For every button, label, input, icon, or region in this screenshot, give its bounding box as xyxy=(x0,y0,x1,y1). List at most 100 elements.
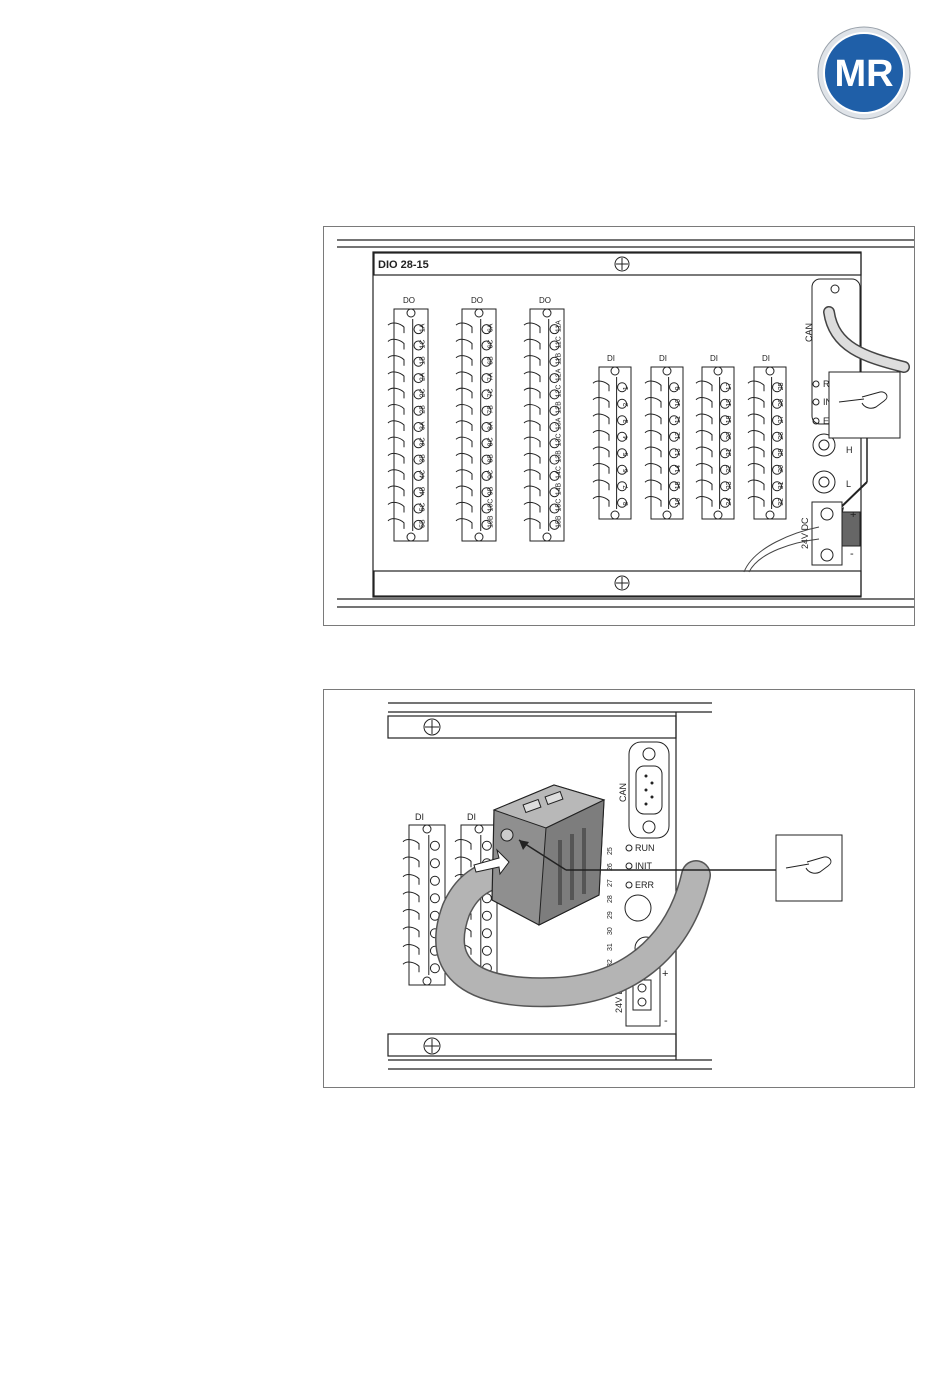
terminal-screw xyxy=(772,448,783,459)
terminal-label: 29 xyxy=(607,911,614,919)
terminal-screw xyxy=(549,356,560,367)
terminal-label: 2B xyxy=(420,405,427,414)
terminal-label: 13 xyxy=(675,448,682,456)
terminal-label: 9 xyxy=(675,386,682,390)
terminal-label: 19 xyxy=(726,415,733,423)
terminal-label: 15B xyxy=(556,515,563,528)
terminal-label: 29 xyxy=(778,448,785,456)
terminal-screw xyxy=(549,422,560,432)
terminal-screw xyxy=(617,448,628,459)
wire xyxy=(454,839,472,850)
wire xyxy=(523,322,541,334)
block-screw xyxy=(662,366,672,376)
block-screw xyxy=(474,824,484,834)
terminal-label: 3B xyxy=(420,454,427,463)
wire xyxy=(695,413,713,425)
terminal-screw xyxy=(413,405,424,416)
terminal-screw xyxy=(549,454,560,465)
terminal-screw xyxy=(481,356,492,367)
terminal-label: 31 xyxy=(607,943,614,951)
terminal-screw xyxy=(481,945,492,956)
wire xyxy=(592,397,610,408)
wire xyxy=(523,387,541,399)
plus-label: + xyxy=(850,509,856,521)
can-label: CAN xyxy=(804,323,814,342)
terminal-label: 12A xyxy=(556,368,563,381)
block-screw xyxy=(610,510,620,520)
terminal-screw xyxy=(429,893,440,904)
terminal-label: 25 xyxy=(607,847,614,855)
led-err-label: ERR xyxy=(635,880,655,890)
terminal-screw xyxy=(772,398,783,409)
wire xyxy=(592,413,610,425)
block-screw xyxy=(422,976,432,986)
terminal-label: 3A xyxy=(420,421,427,430)
terminal-label: 5C xyxy=(420,503,427,512)
terminal-label: 11A xyxy=(556,320,563,332)
terminal-label: 4C xyxy=(420,470,427,479)
wire xyxy=(523,469,541,480)
wire xyxy=(523,355,541,366)
terminal-screw xyxy=(549,470,560,481)
terminal-screw xyxy=(413,356,424,367)
screwdriver-hand-inset xyxy=(828,371,901,516)
wire xyxy=(592,496,610,507)
top-screw xyxy=(614,256,630,272)
power-terminal: 24V DC + - xyxy=(743,501,861,573)
wire xyxy=(644,446,662,458)
terminal-label: 1A xyxy=(420,323,427,332)
terminal-label: 27 xyxy=(607,879,614,887)
terminal-screw xyxy=(413,470,424,481)
terminal-label: 30 xyxy=(607,927,614,935)
terminal-screw xyxy=(720,415,731,426)
terminal-screw xyxy=(429,963,440,974)
terminal-screw xyxy=(720,431,731,442)
terminal-label: 7C xyxy=(488,388,495,397)
terminal-label: 7B xyxy=(488,405,495,414)
power-label: 24V DC xyxy=(800,517,810,549)
terminal-block xyxy=(402,824,446,986)
wire xyxy=(523,452,541,464)
terminal-label: 9C xyxy=(488,470,495,479)
di-terminal-blocks: DI12345678DI910111213141516DI17181920212… xyxy=(592,354,787,520)
wire xyxy=(644,463,662,474)
terminal-label: 15C xyxy=(556,499,563,512)
di-header-2: DI xyxy=(467,812,476,822)
wire xyxy=(402,926,420,938)
wire xyxy=(455,485,473,497)
terminal-label: 24 xyxy=(726,498,733,506)
di-header: DI xyxy=(762,354,770,363)
terminal-screw xyxy=(481,487,492,498)
terminal-screw xyxy=(429,840,440,851)
terminal-screw xyxy=(720,398,731,409)
wire xyxy=(695,463,713,474)
terminal-label: 10B xyxy=(488,515,495,528)
terminal-label: 7 xyxy=(623,485,630,489)
terminal-screw xyxy=(720,497,731,508)
terminal-label: 8B xyxy=(488,454,495,463)
module-label: DIO 28-15 xyxy=(378,259,429,271)
terminal-screw xyxy=(772,382,783,393)
wire xyxy=(695,446,713,458)
wire xyxy=(387,452,405,464)
wire xyxy=(387,404,405,415)
terminal-label: 32 xyxy=(607,959,614,967)
terminal-label: 12 xyxy=(675,432,682,440)
terminal-label: 28 xyxy=(607,895,614,903)
terminal-label: 1C xyxy=(420,340,427,349)
rotary-l-label: L xyxy=(846,479,851,489)
can-connector: CAN xyxy=(618,741,670,839)
wire xyxy=(387,485,405,497)
di-header: DI xyxy=(710,354,718,363)
wire xyxy=(455,322,473,334)
wire xyxy=(402,856,420,868)
led-init-label: INIT xyxy=(635,861,653,871)
terminal-screw xyxy=(481,373,492,384)
wire xyxy=(695,430,713,441)
terminal-label: 17 xyxy=(726,382,733,390)
terminal-screw xyxy=(413,519,424,530)
